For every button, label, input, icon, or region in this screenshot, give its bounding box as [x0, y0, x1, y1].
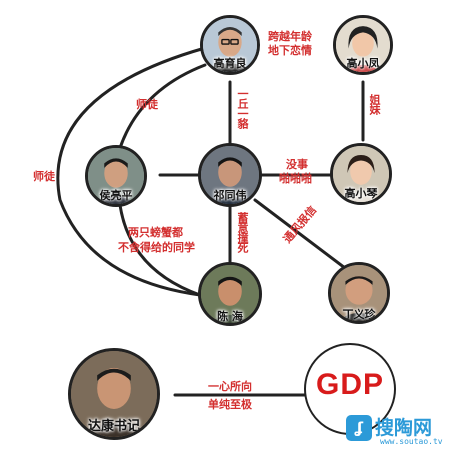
rel-qi-gaoxiaoqin-line2: 啪啪啪: [279, 172, 312, 185]
portrait-gao-xiaoqin: [333, 146, 389, 202]
line-gao-chen-outer: [56, 46, 207, 297]
avatar-ding-yizhen: 丁义珍: [328, 262, 390, 324]
rel-framed: 蓄意撞死: [236, 212, 249, 252]
avatar-gao-yuliang: 高育良: [200, 15, 260, 75]
name-qi-tongwei: 祁同伟: [213, 189, 247, 202]
name-da-kang: 达康书记: [87, 419, 140, 434]
avatar-gao-xiaofeng: 高小凤: [333, 15, 393, 75]
watermark-url: www.soutao.tv: [380, 437, 443, 446]
avatar-da-kang: 达康书记: [68, 348, 160, 440]
rel-classmates-line1: 两只螃蟹都: [128, 226, 183, 239]
watermark-name: 搜陶网: [375, 417, 433, 439]
rel-gao-qi: 一丘一貉: [236, 88, 249, 128]
watermark: ʆ 搜陶网 www.soutao.tv: [346, 413, 448, 447]
avatar-hou-liangping: 侯亮平: [85, 145, 147, 207]
rel-gdp-line2: 单纯至极: [208, 398, 252, 411]
avatar-gao-xiaoqin: 高小琴: [330, 143, 392, 205]
rel-gao-gao-line2: 地下恋情: [268, 44, 312, 57]
rel-qi-gaoxiaoqin-line1: 没事: [286, 158, 308, 171]
portrait-hou-liangping: [88, 148, 144, 204]
portrait-da-kang: [71, 351, 157, 437]
watermark-logo-icon: ʆ: [346, 415, 372, 441]
name-gao-xiaofeng: 高小凤: [346, 57, 380, 70]
name-hou-liangping: 侯亮平: [99, 189, 133, 202]
portrait-qi-tongwei: [201, 146, 259, 204]
name-ding-yizhen: 丁义珍: [342, 308, 376, 321]
name-chen-hai: 陈 海: [217, 310, 243, 323]
rel-classmates-line2: 不舍得给的同学: [118, 241, 195, 254]
portrait-ding-yizhen: [331, 265, 387, 321]
name-gao-xiaoqin: 高小琴: [344, 187, 378, 200]
name-gao-yuliang: 高育良: [213, 57, 247, 70]
portrait-gao-xiaofeng: [336, 18, 390, 72]
portrait-chen-hai: [201, 265, 259, 323]
rel-gao-gao-line1: 跨越年龄: [268, 30, 312, 43]
rel-teacher-student-left: 师徒: [136, 98, 158, 111]
line-qi-ding: [253, 198, 347, 270]
line-hou-chen: [118, 203, 202, 297]
avatar-chen-hai: 陈 海: [198, 262, 262, 326]
line-gao-hou: [118, 63, 207, 150]
portrait-gao-yuliang: [203, 18, 257, 72]
rel-teacher-student-outer: 师徒: [33, 170, 55, 183]
rel-gdp-line1: 一心所向: [208, 380, 252, 393]
avatar-qi-tongwei: 祁同伟: [198, 143, 262, 207]
rel-sisters: 姐妹: [368, 94, 381, 114]
gdp-label: GDP: [315, 368, 384, 401]
